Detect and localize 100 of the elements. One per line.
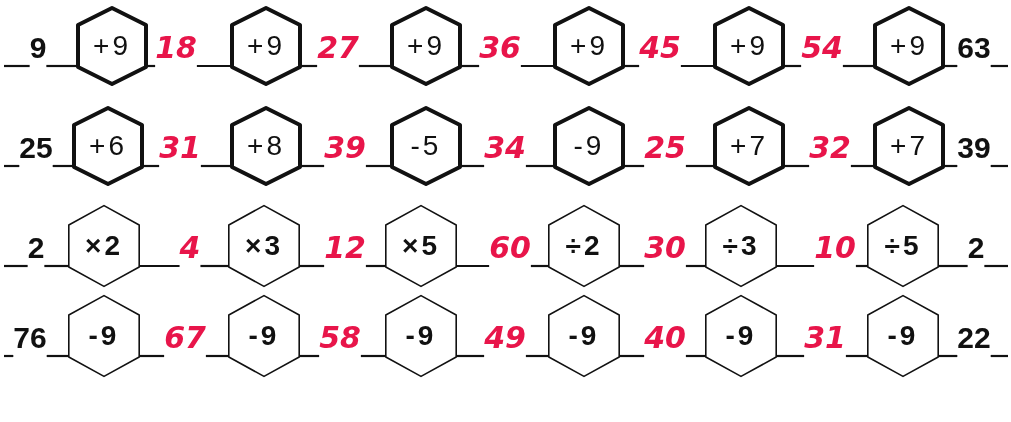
number: 2 [27, 228, 45, 266]
answer-number: 12 [324, 228, 366, 266]
operation: ÷5 [884, 232, 922, 260]
operation: -9 [88, 322, 120, 350]
line [990, 164, 1008, 168]
operation: ÷2 [565, 232, 603, 260]
answer-number: 54 [801, 28, 843, 66]
line [625, 64, 640, 68]
line [845, 354, 867, 358]
operation: +8 [247, 132, 285, 160]
hexagon [705, 294, 777, 378]
hexagon [228, 204, 300, 288]
line [200, 264, 228, 268]
line [525, 164, 553, 168]
line [685, 354, 705, 358]
line [939, 264, 968, 268]
line [620, 354, 645, 358]
number: 2 [967, 228, 985, 266]
number: 9 [29, 28, 47, 66]
hexagon [72, 104, 144, 188]
hexagon [553, 4, 625, 88]
hexagon [68, 294, 140, 378]
hexagon [68, 204, 140, 288]
answer-number: 60 [489, 228, 531, 266]
line [842, 64, 873, 68]
line [457, 264, 490, 268]
line [302, 64, 318, 68]
operation: +9 [570, 32, 608, 60]
operation: ÷3 [722, 232, 760, 260]
line [685, 264, 705, 268]
line [984, 264, 1008, 268]
hexagon [713, 4, 785, 88]
answer-number: 31 [804, 318, 846, 356]
line [46, 64, 76, 68]
answer-number: 67 [164, 318, 206, 356]
operation: -5 [410, 132, 442, 160]
line [360, 354, 385, 358]
answer-number: 25 [644, 128, 686, 166]
line [520, 64, 553, 68]
line [205, 354, 228, 358]
line [990, 354, 1008, 358]
line [365, 264, 385, 268]
line [785, 64, 802, 68]
operation: -9 [573, 132, 605, 160]
line [939, 354, 958, 358]
line [4, 354, 14, 358]
line [990, 64, 1008, 68]
line [785, 164, 810, 168]
line [625, 164, 645, 168]
operation: +9 [247, 32, 285, 60]
operation: -9 [405, 322, 437, 350]
answer-number: 27 [317, 28, 359, 66]
hexagon [230, 4, 302, 88]
operation: +9 [890, 32, 928, 60]
line [680, 64, 713, 68]
line [525, 354, 548, 358]
line [457, 354, 485, 358]
hexagon [705, 204, 777, 288]
line [44, 264, 68, 268]
answer-number: 39 [324, 128, 366, 166]
line [46, 354, 68, 358]
number: 22 [957, 318, 991, 356]
line [365, 164, 390, 168]
line [140, 354, 165, 358]
hexagon [390, 4, 462, 88]
hexagon [867, 294, 939, 378]
hexagon [873, 4, 945, 88]
hexagon [230, 104, 302, 188]
operation: ×3 [245, 232, 283, 260]
operation: ×2 [85, 232, 123, 260]
answer-number: 31 [159, 128, 201, 166]
line [777, 354, 805, 358]
hexagon [390, 104, 462, 188]
answer-number: 10 [814, 228, 856, 266]
hexagon [553, 104, 625, 188]
line [462, 164, 485, 168]
line [144, 164, 160, 168]
hexagon [867, 204, 939, 288]
line [300, 264, 325, 268]
hexagon [76, 4, 148, 88]
hexagon [385, 294, 457, 378]
number: 63 [957, 28, 991, 66]
number: 25 [19, 128, 53, 166]
answer-number: 58 [319, 318, 361, 356]
answer-number: 45 [639, 28, 681, 66]
line [196, 64, 230, 68]
hexagon [385, 204, 457, 288]
answer-number: 18 [155, 28, 197, 66]
hexagon [548, 294, 620, 378]
operation: -9 [248, 322, 280, 350]
line [4, 64, 30, 68]
operation: -9 [568, 322, 600, 350]
line [4, 264, 28, 268]
answer-number: 4 [179, 228, 201, 266]
line [140, 264, 180, 268]
answer-number: 30 [644, 228, 686, 266]
line [685, 164, 713, 168]
operation: +9 [93, 32, 131, 60]
operation: +9 [407, 32, 445, 60]
line [620, 264, 645, 268]
